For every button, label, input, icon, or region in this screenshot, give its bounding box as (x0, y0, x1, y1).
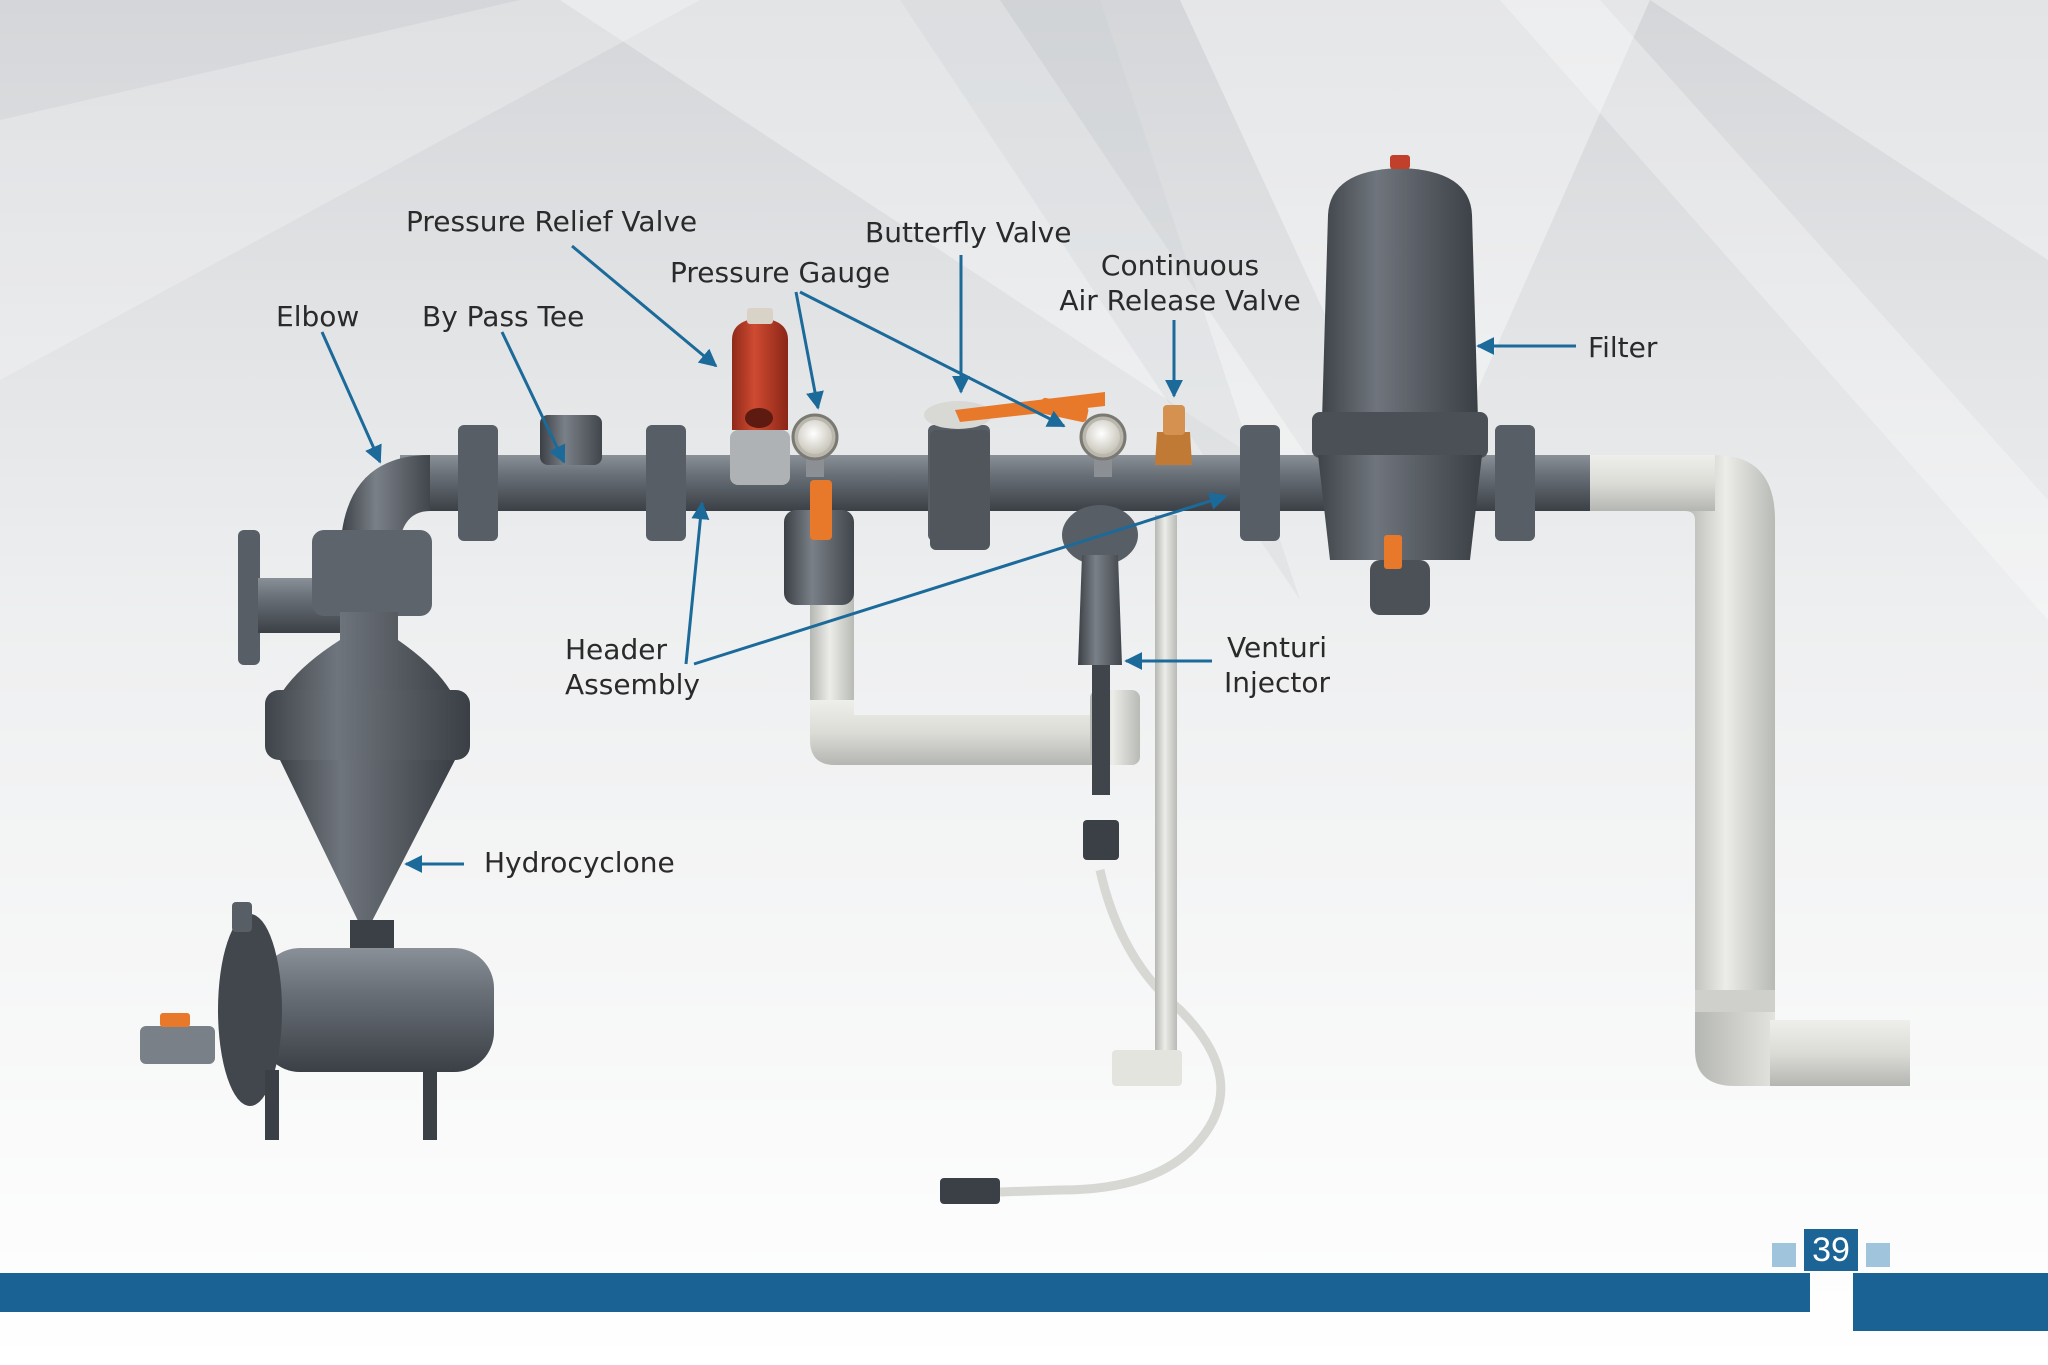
label-pressure-gauge: Pressure Gauge (670, 255, 890, 290)
label-by-pass-tee: By Pass Tee (422, 299, 584, 334)
label-continuous-air-release-valve: Continuous Air Release Valve (1055, 248, 1305, 318)
outlet-pipe (1580, 455, 1910, 1086)
pressure-relief-valve (730, 308, 790, 485)
label-hydrocyclone: Hydrocyclone (484, 845, 675, 880)
label-venturi-injector-line2: Injector (1224, 665, 1330, 700)
arrow-pressure-gauge-right (800, 292, 1064, 426)
arrow-by-pass-tee (502, 332, 564, 462)
page-number: 39 (1804, 1229, 1858, 1271)
disc-filter (1312, 155, 1488, 615)
label-continuous-air-release-valve-line2: Air Release Valve (1055, 283, 1305, 318)
label-header-assembly-line1: Header (565, 632, 700, 667)
label-butterfly-valve: Butterfly Valve (865, 215, 1071, 250)
underflow-chamber (140, 902, 494, 1140)
label-venturi-injector-line1: Venturi (1224, 630, 1330, 665)
support-stand (1112, 515, 1182, 1086)
arrow-pressure-gauge-left (796, 292, 818, 408)
continuous-air-release-valve (1155, 405, 1192, 465)
footer-band (0, 1243, 2048, 1331)
label-filter: Filter (1588, 330, 1657, 365)
venturi-injector (940, 505, 1221, 1204)
hydrocyclone (238, 530, 470, 975)
label-header-assembly-line2: Assembly (565, 667, 700, 702)
label-pressure-relief-valve: Pressure Relief Valve (406, 204, 697, 239)
label-header-assembly: Header Assembly (565, 632, 700, 702)
label-elbow: Elbow (276, 299, 359, 334)
label-continuous-air-release-valve-line1: Continuous (1055, 248, 1305, 283)
by-pass-tee (540, 415, 602, 465)
label-venturi-injector: Venturi Injector (1224, 630, 1330, 700)
arrow-elbow (322, 332, 380, 462)
